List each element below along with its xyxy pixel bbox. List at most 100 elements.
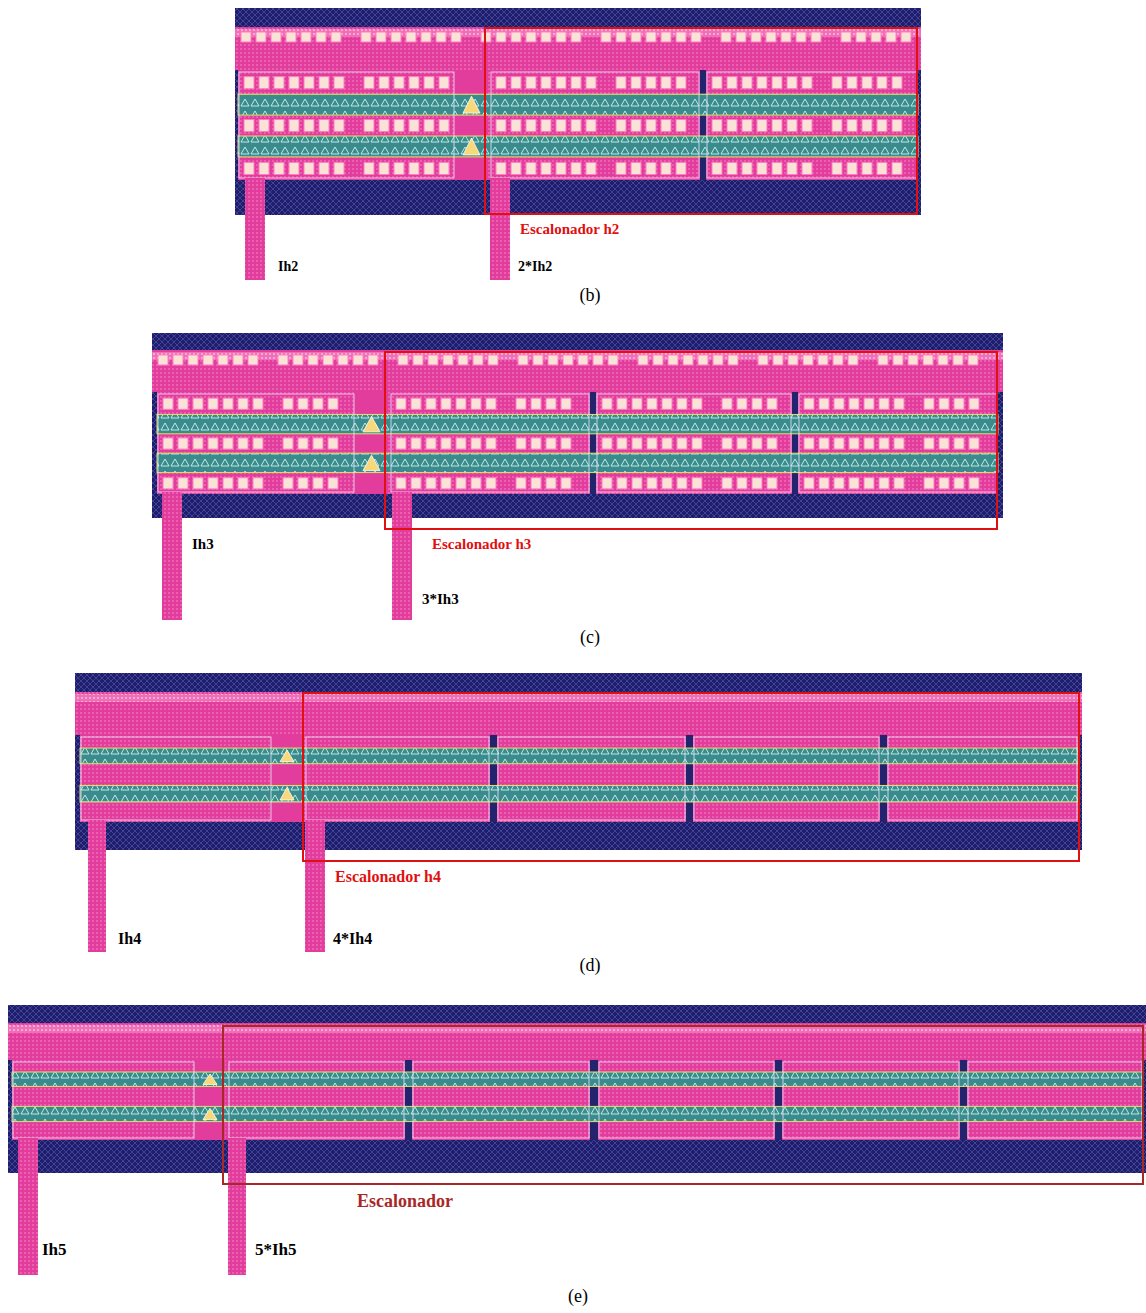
contact-square: [677, 398, 687, 409]
contact-square: [563, 355, 573, 365]
contact-square: [394, 77, 404, 89]
contact-square: [787, 120, 797, 132]
contact-square: [283, 438, 293, 449]
contact-square: [424, 120, 434, 132]
contact-square: [722, 398, 732, 409]
contact-square: [319, 120, 329, 132]
current-label: Ih4: [118, 930, 141, 948]
contact-square: [439, 120, 449, 132]
contact-square: [208, 398, 218, 409]
contact-square: [526, 162, 536, 174]
contact-square: [877, 120, 887, 132]
contact-square: [439, 162, 449, 174]
contact-square: [334, 77, 344, 89]
contact-square: [662, 438, 672, 449]
contact-square: [546, 398, 556, 409]
contact-square: [531, 478, 541, 489]
gate-contact: [363, 416, 380, 431]
contact-square: [849, 398, 859, 409]
diffusion-strip: [238, 136, 918, 157]
contact-square: [601, 32, 611, 42]
contact-square: [804, 478, 814, 489]
supply-rail: [235, 27, 921, 70]
contact-square: [426, 478, 436, 489]
contact-square: [178, 438, 188, 449]
contact-square: [954, 398, 964, 409]
cell-outline: [306, 737, 489, 820]
contact-square: [954, 438, 964, 449]
contact-square: [616, 162, 626, 174]
contact-square: [819, 438, 829, 449]
contact-square: [398, 355, 408, 365]
contact-square: [862, 162, 872, 174]
contact-square: [439, 77, 449, 89]
contact-square: [319, 162, 329, 174]
contact-square: [586, 120, 596, 132]
contact-square: [772, 120, 782, 132]
contact-square: [886, 32, 896, 42]
contact-square: [193, 438, 203, 449]
current-label: 3*Ih3: [422, 591, 459, 608]
current-label: 2*Ih2: [518, 259, 552, 275]
contact-square: [496, 120, 506, 132]
contact-square: [158, 355, 168, 365]
contact-square: [516, 478, 526, 489]
contact-square: [364, 162, 374, 174]
contact-square: [208, 478, 218, 489]
scaler-box: Escalonador h4: [302, 692, 1080, 862]
contact-square: [313, 438, 323, 449]
contact-square: [788, 355, 798, 365]
contact-square: [691, 32, 701, 42]
contact-square: [323, 355, 333, 365]
contact-square: [313, 478, 323, 489]
contact-square: [244, 77, 254, 89]
contact-square: [471, 438, 481, 449]
contact-square: [848, 355, 858, 365]
contact-square: [241, 32, 251, 42]
contact-square: [376, 32, 386, 42]
contact-square: [758, 355, 768, 365]
contact-square: [441, 478, 451, 489]
diffusion-strip: [12, 1072, 1143, 1086]
block-title: Escalonador h4: [335, 868, 441, 886]
contact-square: [877, 77, 887, 89]
contact-square: [541, 32, 551, 42]
contact-square: [616, 32, 626, 42]
contact-square: [953, 355, 963, 365]
gate-contact: [363, 455, 380, 470]
diffusion-strip: [157, 453, 998, 472]
block-title: Escalonador h3: [432, 536, 531, 553]
contact-square: [471, 398, 481, 409]
contact-square: [968, 355, 978, 365]
contact-square: [163, 478, 173, 489]
contact-square: [578, 355, 588, 365]
contact-square: [304, 120, 314, 132]
contact-square: [742, 77, 752, 89]
contact-square: [676, 32, 686, 42]
contact-square: [409, 120, 419, 132]
contact-square: [879, 438, 889, 449]
contact-square: [668, 355, 678, 365]
current-label: 5*Ih5: [255, 1240, 297, 1260]
contact-square: [379, 120, 389, 132]
contact-square: [802, 162, 812, 174]
substrate: [8, 1005, 1146, 1173]
pin-wire: [162, 492, 182, 620]
contact-square: [602, 438, 612, 449]
contact-square: [541, 77, 551, 89]
contact-square: [334, 120, 344, 132]
contact-square: [364, 120, 374, 132]
contact-square: [713, 355, 723, 365]
contact-square: [546, 438, 556, 449]
contact-square: [712, 162, 722, 174]
contact-square: [304, 162, 314, 174]
contact-square: [458, 355, 468, 365]
contact-square: [892, 77, 902, 89]
contact-square: [406, 32, 416, 42]
transistor-block: [12, 1060, 1143, 1140]
contact-square: [411, 478, 421, 489]
contact-square: [391, 32, 401, 42]
contact-square: [411, 398, 421, 409]
contact-square: [441, 398, 451, 409]
contact-square: [819, 478, 829, 489]
